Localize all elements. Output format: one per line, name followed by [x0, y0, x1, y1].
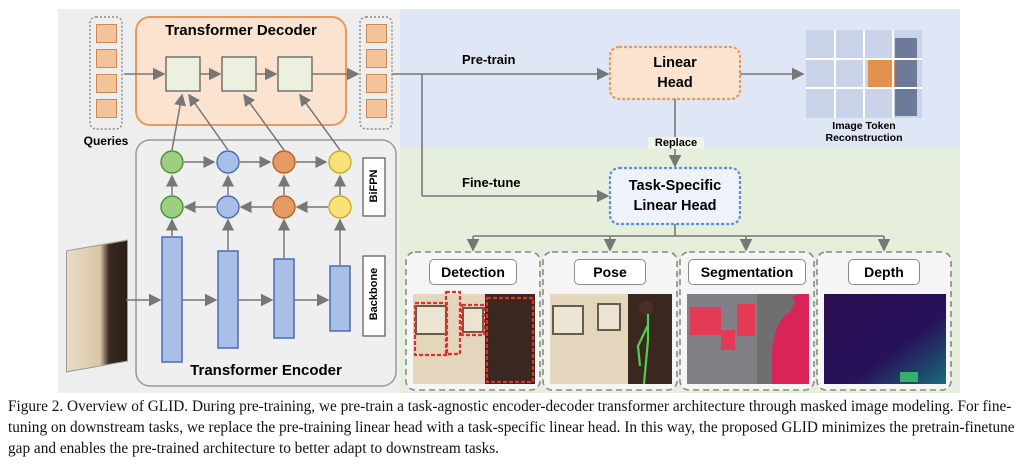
reconstruction-line2: Reconstruction — [825, 132, 903, 144]
output-token-3 — [366, 74, 387, 93]
query-token-4 — [96, 99, 117, 118]
backbone-label: Backbone — [368, 267, 380, 321]
pretrain-label: Pre-train — [462, 52, 516, 67]
detection-image — [413, 290, 535, 384]
depth-image — [824, 294, 946, 384]
task-head-line1: Task-Specific — [628, 178, 722, 194]
queries-label: Queries — [83, 134, 129, 148]
output-tokens-box — [359, 16, 393, 130]
bifpn-node-l2 — [216, 195, 240, 219]
decoder-block-3 — [277, 56, 313, 92]
bifpn-node-l1 — [160, 195, 184, 219]
output-token-2 — [366, 49, 387, 68]
task-label-wrap-segmentation: Segmentation — [680, 252, 814, 292]
output-token-1 — [366, 24, 387, 43]
backbone-bar-1 — [161, 236, 183, 363]
replace-label: Replace — [648, 137, 704, 149]
decoder-block-2 — [221, 56, 257, 92]
bifpn-node-u3 — [272, 150, 296, 174]
backbone-bar-3 — [273, 258, 295, 339]
backbone-bar-2 — [217, 250, 239, 349]
reconstruction-line1: Image Token — [832, 120, 896, 132]
query-token-2 — [96, 49, 117, 68]
task-label-wrap-detection: Detection — [406, 252, 540, 292]
finetune-label: Fine-tune — [462, 175, 521, 190]
task-head-line2: Linear Head — [633, 198, 717, 214]
output-token-4 — [366, 99, 387, 118]
decoder-title: Transformer Decoder — [165, 22, 317, 39]
task-head-box — [608, 166, 742, 226]
linear-head-line2: Head — [657, 75, 693, 91]
bifpn-node-u1 — [160, 150, 184, 174]
bifpn-label: BiFPN — [368, 169, 380, 203]
queries-box — [89, 16, 123, 130]
task-label-detection: Detection — [429, 259, 517, 285]
bifpn-label-box — [362, 157, 386, 217]
task-label-wrap-depth: Depth — [817, 252, 951, 292]
bifpn-node-l4 — [328, 195, 352, 219]
backbone-bar-4 — [329, 265, 351, 332]
bifpn-node-u4 — [328, 150, 352, 174]
task-label-pose: Pose — [574, 259, 646, 285]
diagram-svg — [89, 16, 952, 391]
decoder-block-1 — [165, 56, 201, 92]
reconstruction-grid — [806, 30, 922, 118]
backbone-label-box — [362, 255, 386, 337]
linear-head-line1: Linear — [653, 55, 697, 71]
task-label-depth: Depth — [848, 259, 920, 285]
bifpn-node-l3 — [272, 195, 296, 219]
task-label-segmentation: Segmentation — [688, 259, 806, 285]
task-label-wrap-pose: Pose — [543, 252, 677, 292]
bifpn-node-u2 — [216, 150, 240, 174]
pose-image — [550, 294, 672, 385]
segmentation-image — [687, 294, 809, 384]
query-token-3 — [96, 74, 117, 93]
encoder-title: Transformer Encoder — [190, 362, 342, 379]
query-token-1 — [96, 24, 117, 43]
figure-caption: Figure 2. Overview of GLID. During pre-t… — [8, 398, 1015, 457]
